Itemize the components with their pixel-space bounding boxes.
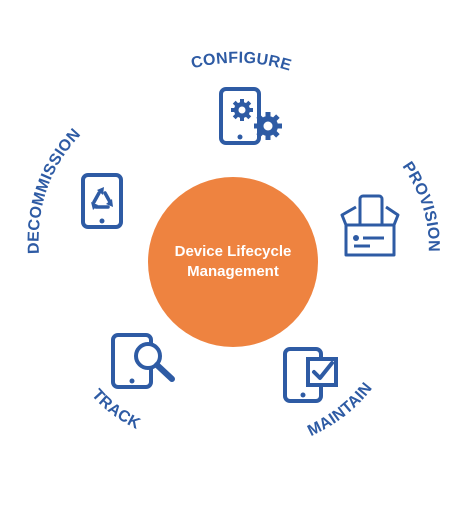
- box-with-tablet-icon: [340, 194, 400, 257]
- hub-title-line2: Management: [187, 263, 279, 280]
- tablet-gears-icon: [219, 87, 282, 145]
- tablet-recycle-icon: [81, 173, 123, 229]
- center-hub: Device Lifecycle Management: [148, 177, 318, 347]
- tablet-checkbox-icon: [283, 347, 338, 403]
- stage-label-track: TRACK: [88, 386, 143, 433]
- stage-label-decommission: DECOMMISSION: [25, 126, 84, 255]
- stage-label-configure: CONFIGURE: [190, 50, 294, 75]
- tablet-magnifier-icon: [111, 333, 175, 389]
- hub-title-line1: Device Lifecycle: [174, 243, 292, 260]
- stage-label-provision: PROVISION: [399, 159, 442, 252]
